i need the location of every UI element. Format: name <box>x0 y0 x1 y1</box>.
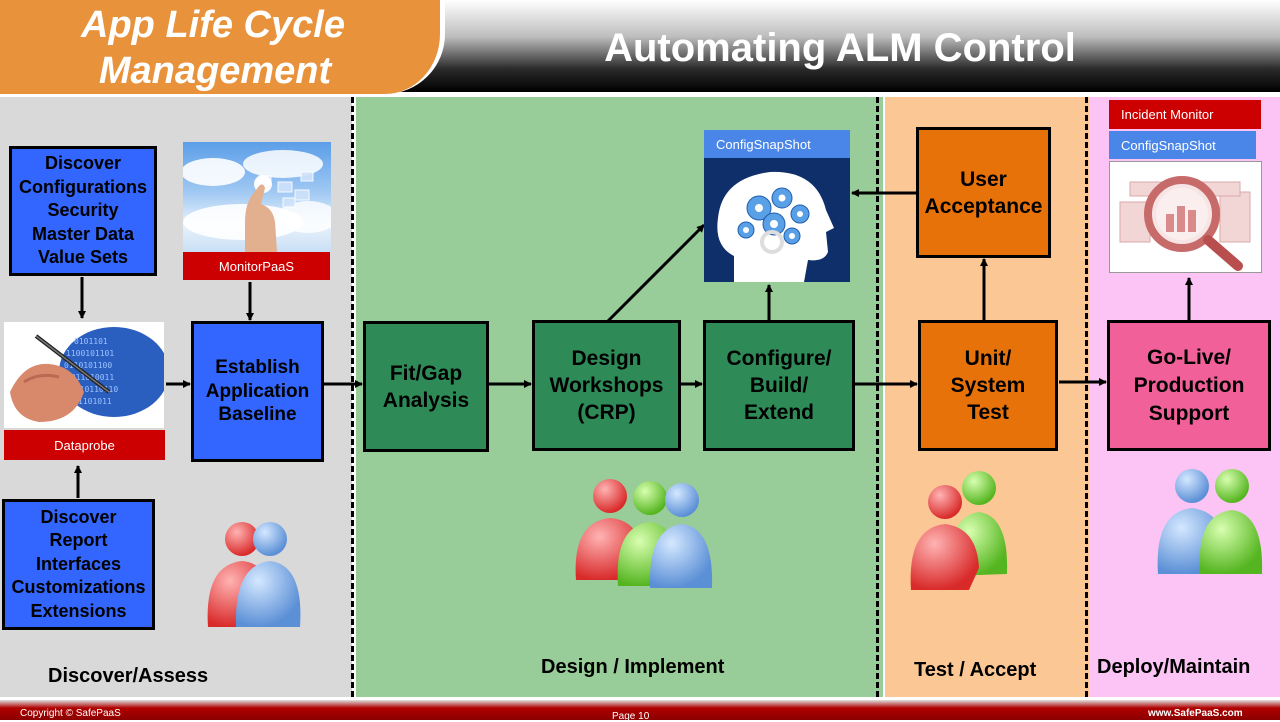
people-icon <box>910 471 1008 590</box>
people-icon <box>207 522 301 627</box>
cloud-touch-image <box>183 142 331 252</box>
box-line: Configurations <box>19 176 147 197</box>
box-line: (CRP) <box>577 401 636 424</box>
discover-configurations-box: Discover Configurations Security Master … <box>9 146 157 276</box>
footer-bar <box>0 700 1280 720</box>
discover-report-box: Discover Report Interfaces Customization… <box>2 499 155 630</box>
box-line: Master Data <box>31 223 135 244</box>
header-left-title-line2: Management <box>98 50 332 92</box>
svg-text:0110101100: 0110101100 <box>64 361 112 370</box>
golive-production-box: Go-Live/ Production Support <box>1107 320 1271 451</box>
box-line: User <box>960 167 1007 191</box>
box-line: Customizations <box>11 577 146 598</box>
people-icon <box>1157 469 1263 574</box>
incident-monitor-label: Incident Monitor <box>1109 100 1261 129</box>
footer-copyright: Copyright © SafePaaS <box>20 708 121 719</box>
box-line: Value Sets <box>37 247 129 268</box>
box-line: Configure/ <box>726 347 832 370</box>
page-title: Automating ALM Control <box>604 26 1076 70</box>
configsnapshot-label-top: ConfigSnapShot <box>704 130 850 158</box>
magnifier-report-image <box>1109 161 1262 273</box>
box-line: Design <box>571 347 642 370</box>
establish-baseline-box: Establish Application Baseline <box>191 321 324 462</box>
box-line: Discover <box>40 506 117 527</box>
configsnapshot-label-right: ConfigSnapShot <box>1109 131 1256 159</box>
svg-text:1101011: 1101011 <box>78 397 112 406</box>
fit-gap-box: Fit/Gap Analysis <box>363 321 489 452</box>
phase-label-discover: Discover/Assess <box>48 665 209 687</box>
box-line: Acceptance <box>924 194 1043 218</box>
separator-2 <box>876 97 879 697</box>
header-left-title-line1: App Life Cycle <box>81 4 345 46</box>
magnifier-report-icon <box>1119 176 1251 271</box>
box-line: Establish <box>215 357 300 379</box>
pen-binary-image: 0101101 1100101101 0110101100 1011010011… <box>4 322 164 428</box>
box-line: System <box>950 374 1026 397</box>
box-line: Build/ <box>749 374 809 397</box>
svg-text:0101101: 0101101 <box>74 337 108 346</box>
box-line: Workshops <box>549 374 664 397</box>
box-line: Report <box>49 530 108 551</box>
box-line: Fit/Gap <box>389 361 463 385</box>
box-line: Unit/ <box>964 347 1012 370</box>
arrow-design-to-snapshot <box>606 223 706 323</box>
box-line: Go-Live/ <box>1146 345 1231 369</box>
box-line: Test <box>967 401 1009 424</box>
svg-text:0010110110: 0010110110 <box>70 385 118 394</box>
design-workshops-box: Design Workshops (CRP) <box>532 320 681 451</box>
unit-system-test-box: Unit/ System Test <box>918 320 1058 451</box>
header-left-panel <box>0 0 445 94</box>
gear-head-icon <box>717 171 834 282</box>
footer-website: www.SafePaaS.com <box>1148 708 1243 719</box>
gear-head-image <box>704 158 850 282</box>
user-acceptance-box: User Acceptance <box>916 127 1051 258</box>
box-line: Application <box>205 380 310 402</box>
separator-1 <box>351 97 354 697</box>
svg-text:1100101101: 1100101101 <box>66 349 114 358</box>
box-line: Production <box>1133 373 1245 397</box>
box-line: Support <box>1148 401 1230 425</box>
cloud-touch-icon <box>183 150 331 252</box>
pen-binary-icon: 0101101 1100101101 0110101100 1011010011… <box>10 327 164 422</box>
configure-build-box: Configure/ Build/ Extend <box>703 320 855 451</box>
box-line: Discover <box>44 153 122 174</box>
box-line: Interfaces <box>35 553 122 574</box>
box-line: Analysis <box>382 388 470 412</box>
monitorpaas-label: MonitorPaaS <box>183 252 330 280</box>
phase-label-test: Test / Accept <box>914 659 1037 681</box>
dataprobe-label: Dataprobe <box>4 430 165 460</box>
box-line: Baseline <box>218 404 297 426</box>
footer-page-number: Page 10 <box>612 711 650 722</box>
phase-label-design: Design / Implement <box>541 656 725 678</box>
header-left-title: App Life Cycle Management <box>0 2 430 94</box>
box-line: Extend <box>743 401 814 424</box>
box-line: Security <box>47 200 119 221</box>
separator-3 <box>1085 97 1088 697</box>
people-icon <box>575 479 713 588</box>
box-line: Extensions <box>30 600 127 621</box>
phase-label-deploy: Deploy/Maintain <box>1097 656 1251 678</box>
